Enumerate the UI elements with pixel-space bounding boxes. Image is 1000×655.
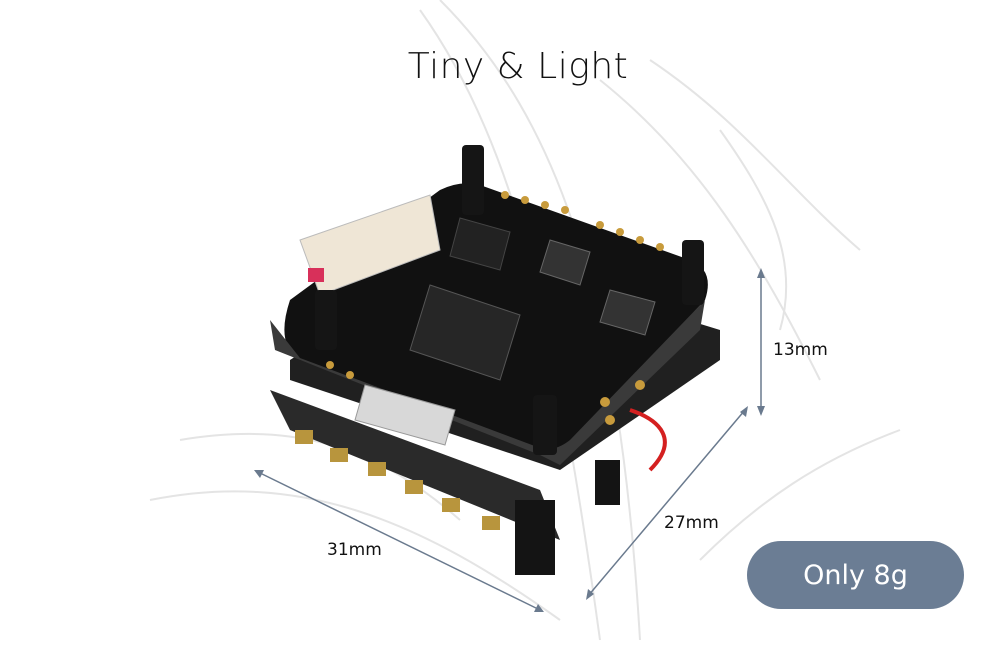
page-title: Tiny & Light xyxy=(407,46,629,87)
flight-controller-board xyxy=(270,145,708,472)
width-dimension-label: 31mm xyxy=(327,540,382,560)
depth-dimension-label: 27mm xyxy=(664,513,719,533)
height-dimension-label: 13mm xyxy=(773,340,828,360)
dimension-arrows xyxy=(254,268,765,612)
weight-badge: Only 8g xyxy=(747,541,964,609)
motor-pads xyxy=(295,430,500,530)
pin-headers xyxy=(326,191,664,425)
